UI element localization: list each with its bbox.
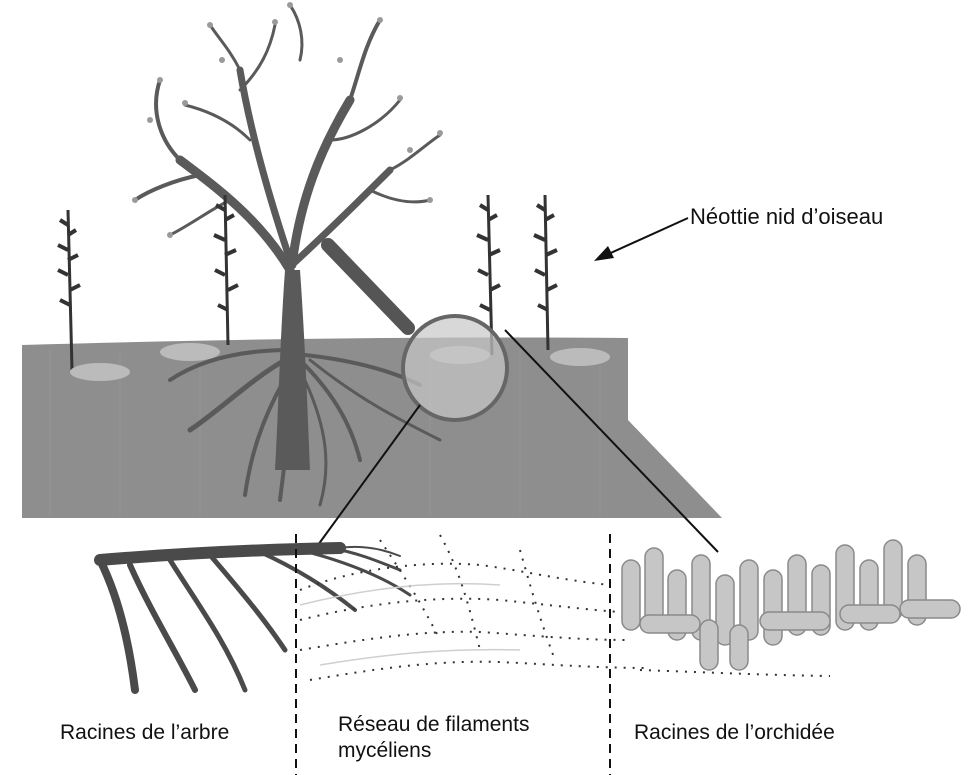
label-neottie: Néottie nid d’oiseau — [690, 204, 883, 230]
zoomed-tree-roots — [100, 547, 410, 690]
orchid-4 — [534, 195, 557, 350]
orchid-2 — [214, 195, 238, 345]
label-reseau-mycelien: Réseau de filaments mycéliens — [338, 712, 529, 764]
label-reseau-line1: Réseau de filaments — [338, 712, 529, 738]
zoomed-orchid-roots — [622, 540, 960, 670]
label-racines-arbre: Racines de l’arbre — [60, 720, 229, 746]
label-racines-orchidee: Racines de l’orchidée — [634, 720, 835, 746]
soil-block — [22, 337, 722, 518]
tree-leaves — [132, 2, 443, 238]
label-arrow — [594, 218, 688, 261]
label-reseau-line2: mycéliens — [338, 738, 529, 764]
